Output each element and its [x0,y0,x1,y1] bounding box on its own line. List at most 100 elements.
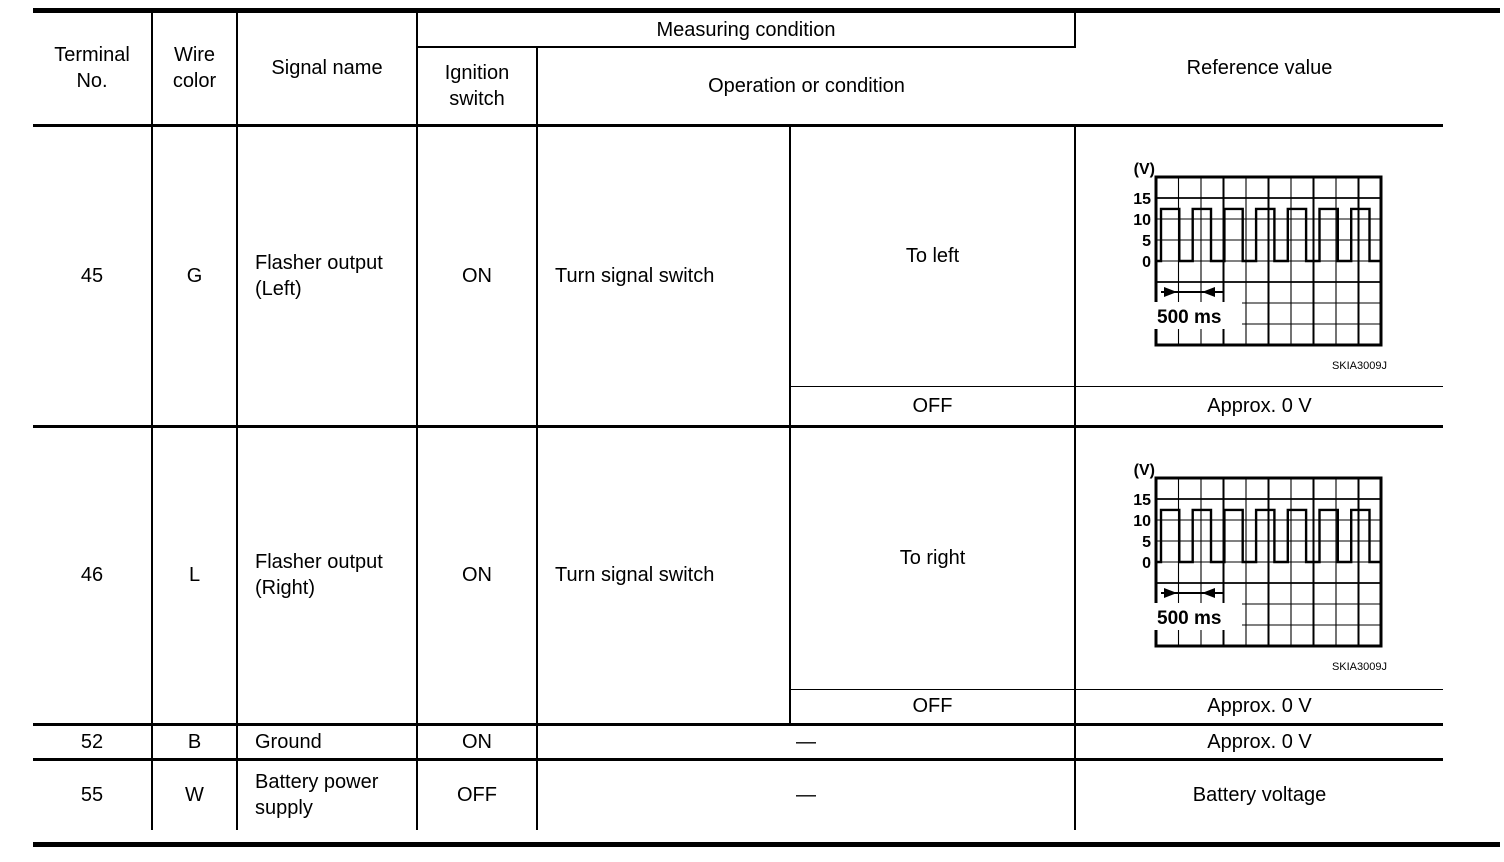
left-arrowhead-icon [1202,286,1215,297]
period-label: 500 ms [1157,307,1221,328]
operation-dash: — [796,784,816,807]
col-header-wire-color: Wire color [152,13,238,127]
reference-value-cell: Approx. 0 V [1075,724,1443,761]
ignition-switch-value: OFF [457,784,497,807]
reference-value: Approx. 0 V [1207,394,1312,417]
condition-cell: OFF [790,386,1076,428]
wire-color-cell: W [152,759,238,830]
operation-cell: — [537,759,1076,830]
operation-cell: Turn signal switch [537,426,791,726]
signal-name-cell: Battery power supply [237,759,418,830]
signal-name-cell: Flasher output (Right) [237,426,418,726]
table-row-46-off: OFF Approx. 0 V [33,689,1443,726]
operation-value: Turn signal switch [555,564,715,586]
y-tick-label: 10 [1133,513,1151,530]
terminal-no-cell: 46 [33,426,153,726]
ignition-switch-value: ON [462,564,492,586]
terminal-no-value: 46 [80,564,104,586]
terminal-no-cell: 45 [33,125,153,428]
signal-name-value: Flasher output (Right) [255,551,383,599]
header-row-top: Terminal No. Wire color Signal name Meas… [33,13,1443,127]
col-header-terminal-no-label: Terminal No. [54,44,130,93]
condition-cell: To left [790,125,1076,387]
terminal-no-value: 52 [80,730,104,753]
terminal-no-value: 55 [80,784,104,807]
wire-color-value: G [186,264,203,287]
y-tick-label: 0 [1142,254,1151,271]
col-header-terminal-no: Terminal No. [33,13,153,127]
wire-color-cell: L [152,426,238,726]
operation-value: Turn signal switch [555,264,715,287]
wire-color-value: B [187,730,202,753]
col-header-signal-name: Signal name [237,13,418,127]
figure-code-label: SKIA3009J [1332,661,1387,673]
signal-name-value: Ground [255,730,322,753]
col-header-reference-value-label: Reference value [1186,57,1333,80]
ignition-switch-value: ON [462,264,492,287]
condition-value: To left [905,245,960,267]
ignition-switch-value: ON [462,730,492,753]
wire-color-value: W [185,784,204,807]
left-arrowhead-icon [1202,587,1215,598]
ignition-switch-cell: OFF [417,759,538,830]
header-row-bottom: Ignition switch Operation or condition [33,47,1443,127]
ignition-switch-cell: ON [417,724,538,761]
condition-value: To right [899,547,966,569]
pulse-trace [1156,508,1381,563]
right-arrowhead-icon [1164,587,1177,598]
y-tick-label: 15 [1133,492,1151,509]
ignition-switch-cell: ON [417,125,538,428]
terminal-reference-table: Terminal No. Wire color Signal name Meas… [33,13,1443,830]
axis-unit-label: (V) [1134,161,1155,178]
y-tick-label: 10 [1133,212,1151,229]
col-header-ignition-switch-label: Ignition switch [444,61,510,110]
wire-color-cell: B [152,724,238,761]
table-row-46: 46 L Flasher output (Right) ON Turn sign… [33,426,1443,726]
table-bottom-border [33,842,1500,847]
pulse-trace [1156,207,1381,262]
terminal-no-cell: 52 [33,724,153,761]
signal-name-cell: Ground [237,724,418,761]
signal-name-value: Battery power supply [255,771,379,820]
table-top-border [33,8,1500,13]
reference-value: Battery voltage [1192,784,1327,807]
reference-value-cell: Battery voltage [1075,759,1443,830]
condition-cell: OFF [790,689,1076,726]
period-label: 500 ms [1157,608,1221,629]
reference-value-cell: Approx. 0 V [1075,689,1443,726]
col-header-ignition-switch: Ignition switch [417,47,538,127]
operation-cell: Turn signal switch [537,125,791,428]
condition-value: OFF [912,695,953,717]
operation-cell: — [537,724,1076,761]
right-arrowhead-icon [1164,286,1177,297]
signal-name-cell: Flasher output (Left) [237,125,418,428]
table-row-52: 52 B Ground ON — Approx. 0 V [33,724,1443,761]
axis-unit-label: (V) [1134,462,1155,479]
reference-value: Approx. 0 V [1207,695,1312,717]
signal-name-value: Flasher output (Left) [255,251,383,300]
table-row-55: 55 W Battery power supply OFF — Battery … [33,759,1443,830]
table-row-45: 45 G Flasher output (Left) ON Turn signa… [33,125,1443,428]
y-tick-label: 5 [1142,233,1151,250]
wire-color-value: L [188,564,201,586]
condition-cell: To right [790,426,1076,690]
y-tick-label: 15 [1133,191,1151,208]
operation-dash: — [796,730,816,753]
reference-value: Approx. 0 V [1207,730,1312,753]
col-header-signal-name-label: Signal name [271,57,383,80]
wire-color-cell: G [152,125,238,428]
table-row-45-off: OFF Approx. 0 V [33,386,1443,428]
y-tick-label: 5 [1142,534,1151,551]
reference-value-cell: Approx. 0 V [1075,386,1443,428]
ignition-switch-cell: ON [417,426,538,726]
condition-value: OFF [912,394,953,417]
col-header-operation-condition: Operation or condition [537,47,1075,127]
col-header-reference-value: Reference value [1075,13,1443,127]
